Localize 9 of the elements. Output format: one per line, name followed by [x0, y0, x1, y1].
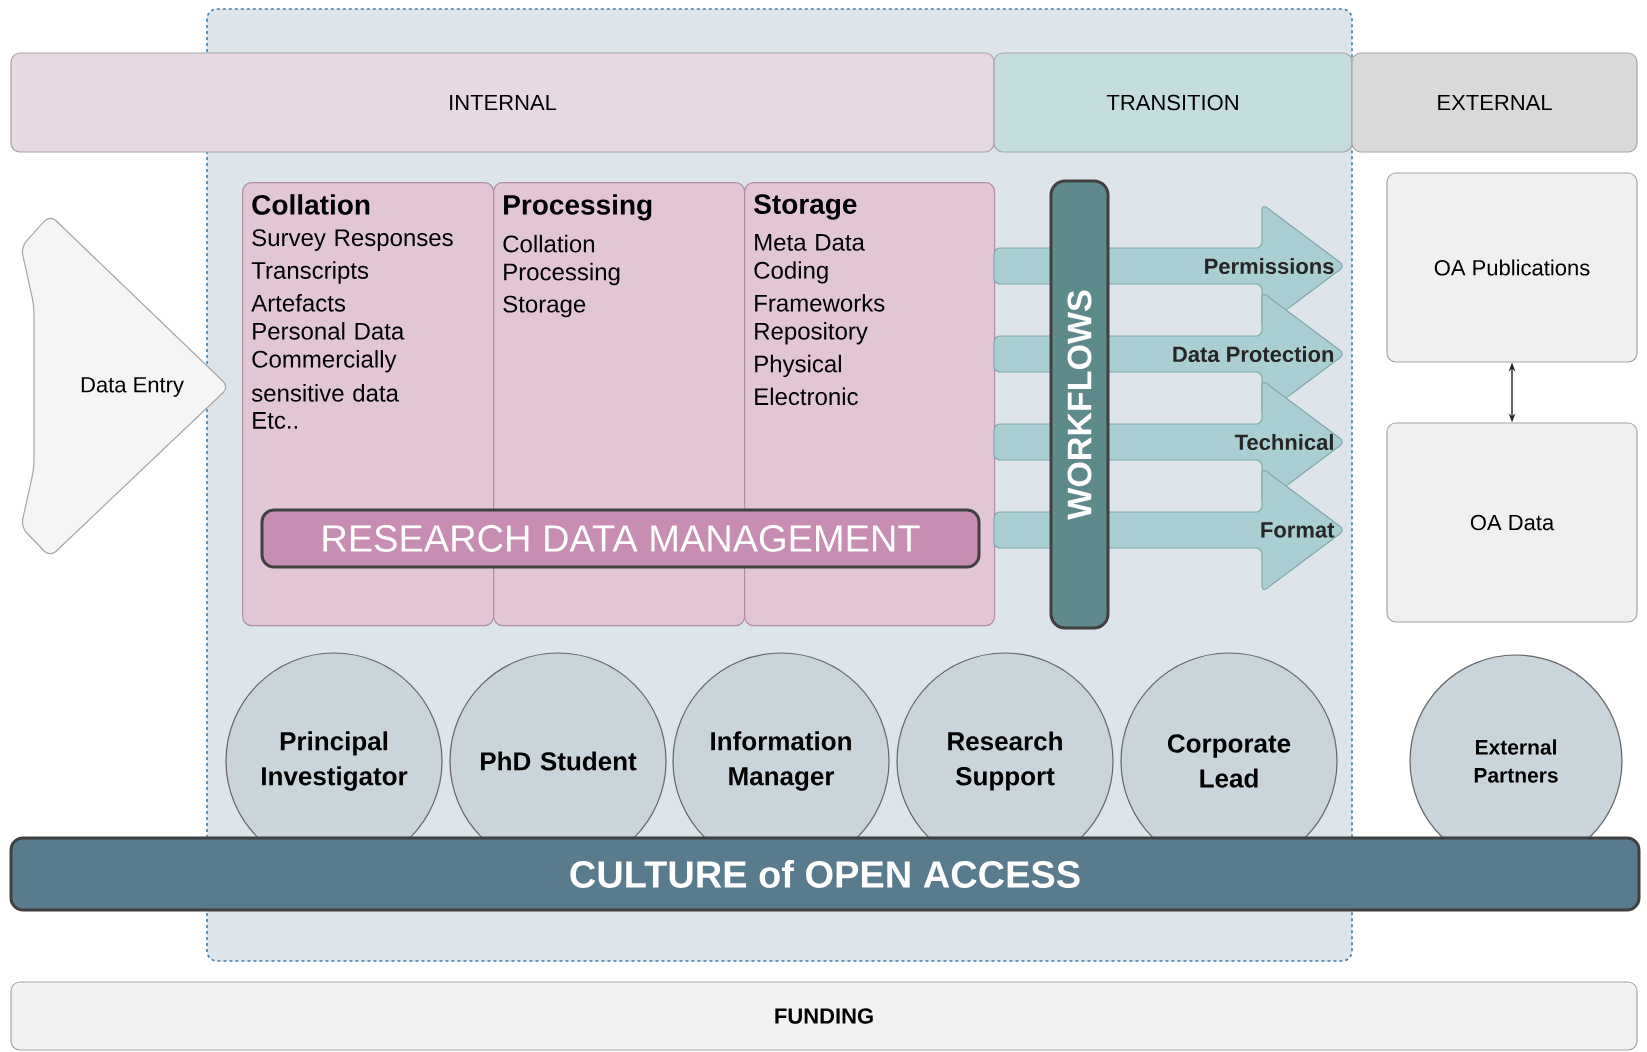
banner: CULTURE of OPEN ACCESS	[9, 836, 1641, 912]
output-box: OA Publications	[1386, 172, 1638, 363]
band-footer: FUNDING	[10, 981, 1638, 1051]
banner: RESEARCH DATA MANAGEMENT	[260, 508, 981, 569]
vertical-bar: WORKFLOWS	[1049, 179, 1110, 630]
output-box: OA Data	[1386, 422, 1638, 623]
band-header: INTERNAL	[10, 52, 995, 153]
band-header: EXTERNAL	[1351, 52, 1638, 153]
band-header: TRANSITION	[993, 52, 1353, 153]
